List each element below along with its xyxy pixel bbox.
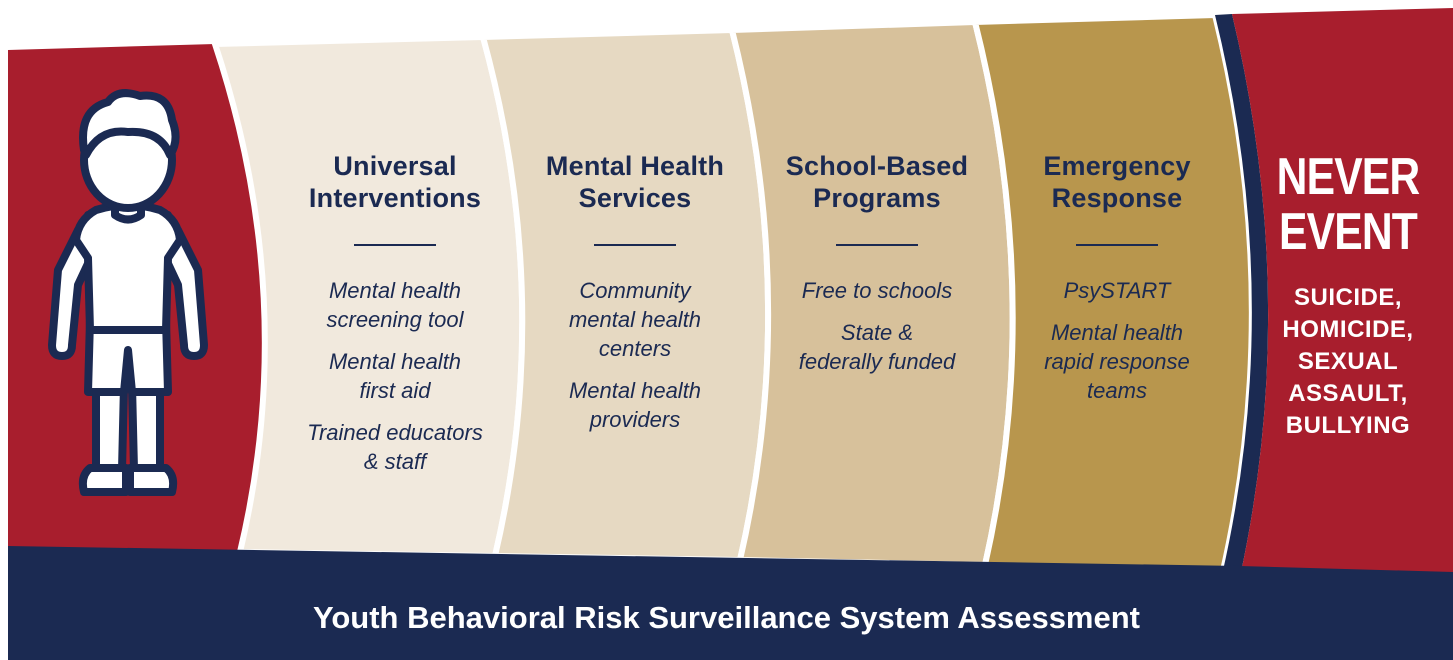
divider-rule bbox=[1076, 244, 1158, 246]
stage-item: Mental health providers bbox=[568, 378, 702, 432]
stage-item: Community mental health centers bbox=[568, 278, 702, 361]
stage-item: Free to schools bbox=[801, 278, 953, 303]
never-event-list: SUICIDE, HOMICIDE, SEXUAL ASSAULT, BULLY… bbox=[1282, 284, 1414, 439]
footer-title: Youth Behavioral Risk Surveillance Syste… bbox=[312, 600, 1140, 635]
stage-universal-interventions: Universal Interventions Mental health sc… bbox=[275, 150, 515, 489]
never-event-panel bbox=[1232, 8, 1453, 578]
stage-school-based-programs: School-Based Programs Free to schools St… bbox=[757, 150, 997, 389]
stage-title: Mental Health Services bbox=[545, 151, 725, 213]
divider-rule bbox=[594, 244, 676, 246]
stage-item: Trained educators & staff bbox=[307, 420, 483, 474]
stage-item: PsySTART bbox=[1063, 278, 1171, 303]
student-icon bbox=[48, 89, 208, 496]
stage-mental-health-services: Mental Health Services Community mental … bbox=[515, 150, 755, 447]
never-event-block: NEVER EVENT SUICIDE, HOMICIDE, SEXUAL AS… bbox=[1247, 150, 1449, 442]
stage-item: State & federally funded bbox=[798, 320, 956, 374]
stage-title: Universal Interventions bbox=[308, 151, 482, 213]
footer-bar bbox=[8, 546, 1453, 660]
stage-emergency-response: Emergency Response PsySTART Mental healt… bbox=[997, 150, 1237, 418]
stage-title: Emergency Response bbox=[1043, 151, 1191, 213]
never-event-title: NEVER EVENT bbox=[1276, 148, 1421, 261]
stage-item: Mental health screening tool bbox=[326, 278, 464, 332]
divider-rule bbox=[836, 244, 918, 246]
stage-title: School-Based Programs bbox=[785, 151, 969, 213]
stage-item: Mental health first aid bbox=[328, 349, 462, 403]
navy-divider bbox=[1215, 14, 1269, 577]
divider-rule bbox=[354, 244, 436, 246]
stage-item: Mental health rapid response teams bbox=[1044, 320, 1190, 403]
